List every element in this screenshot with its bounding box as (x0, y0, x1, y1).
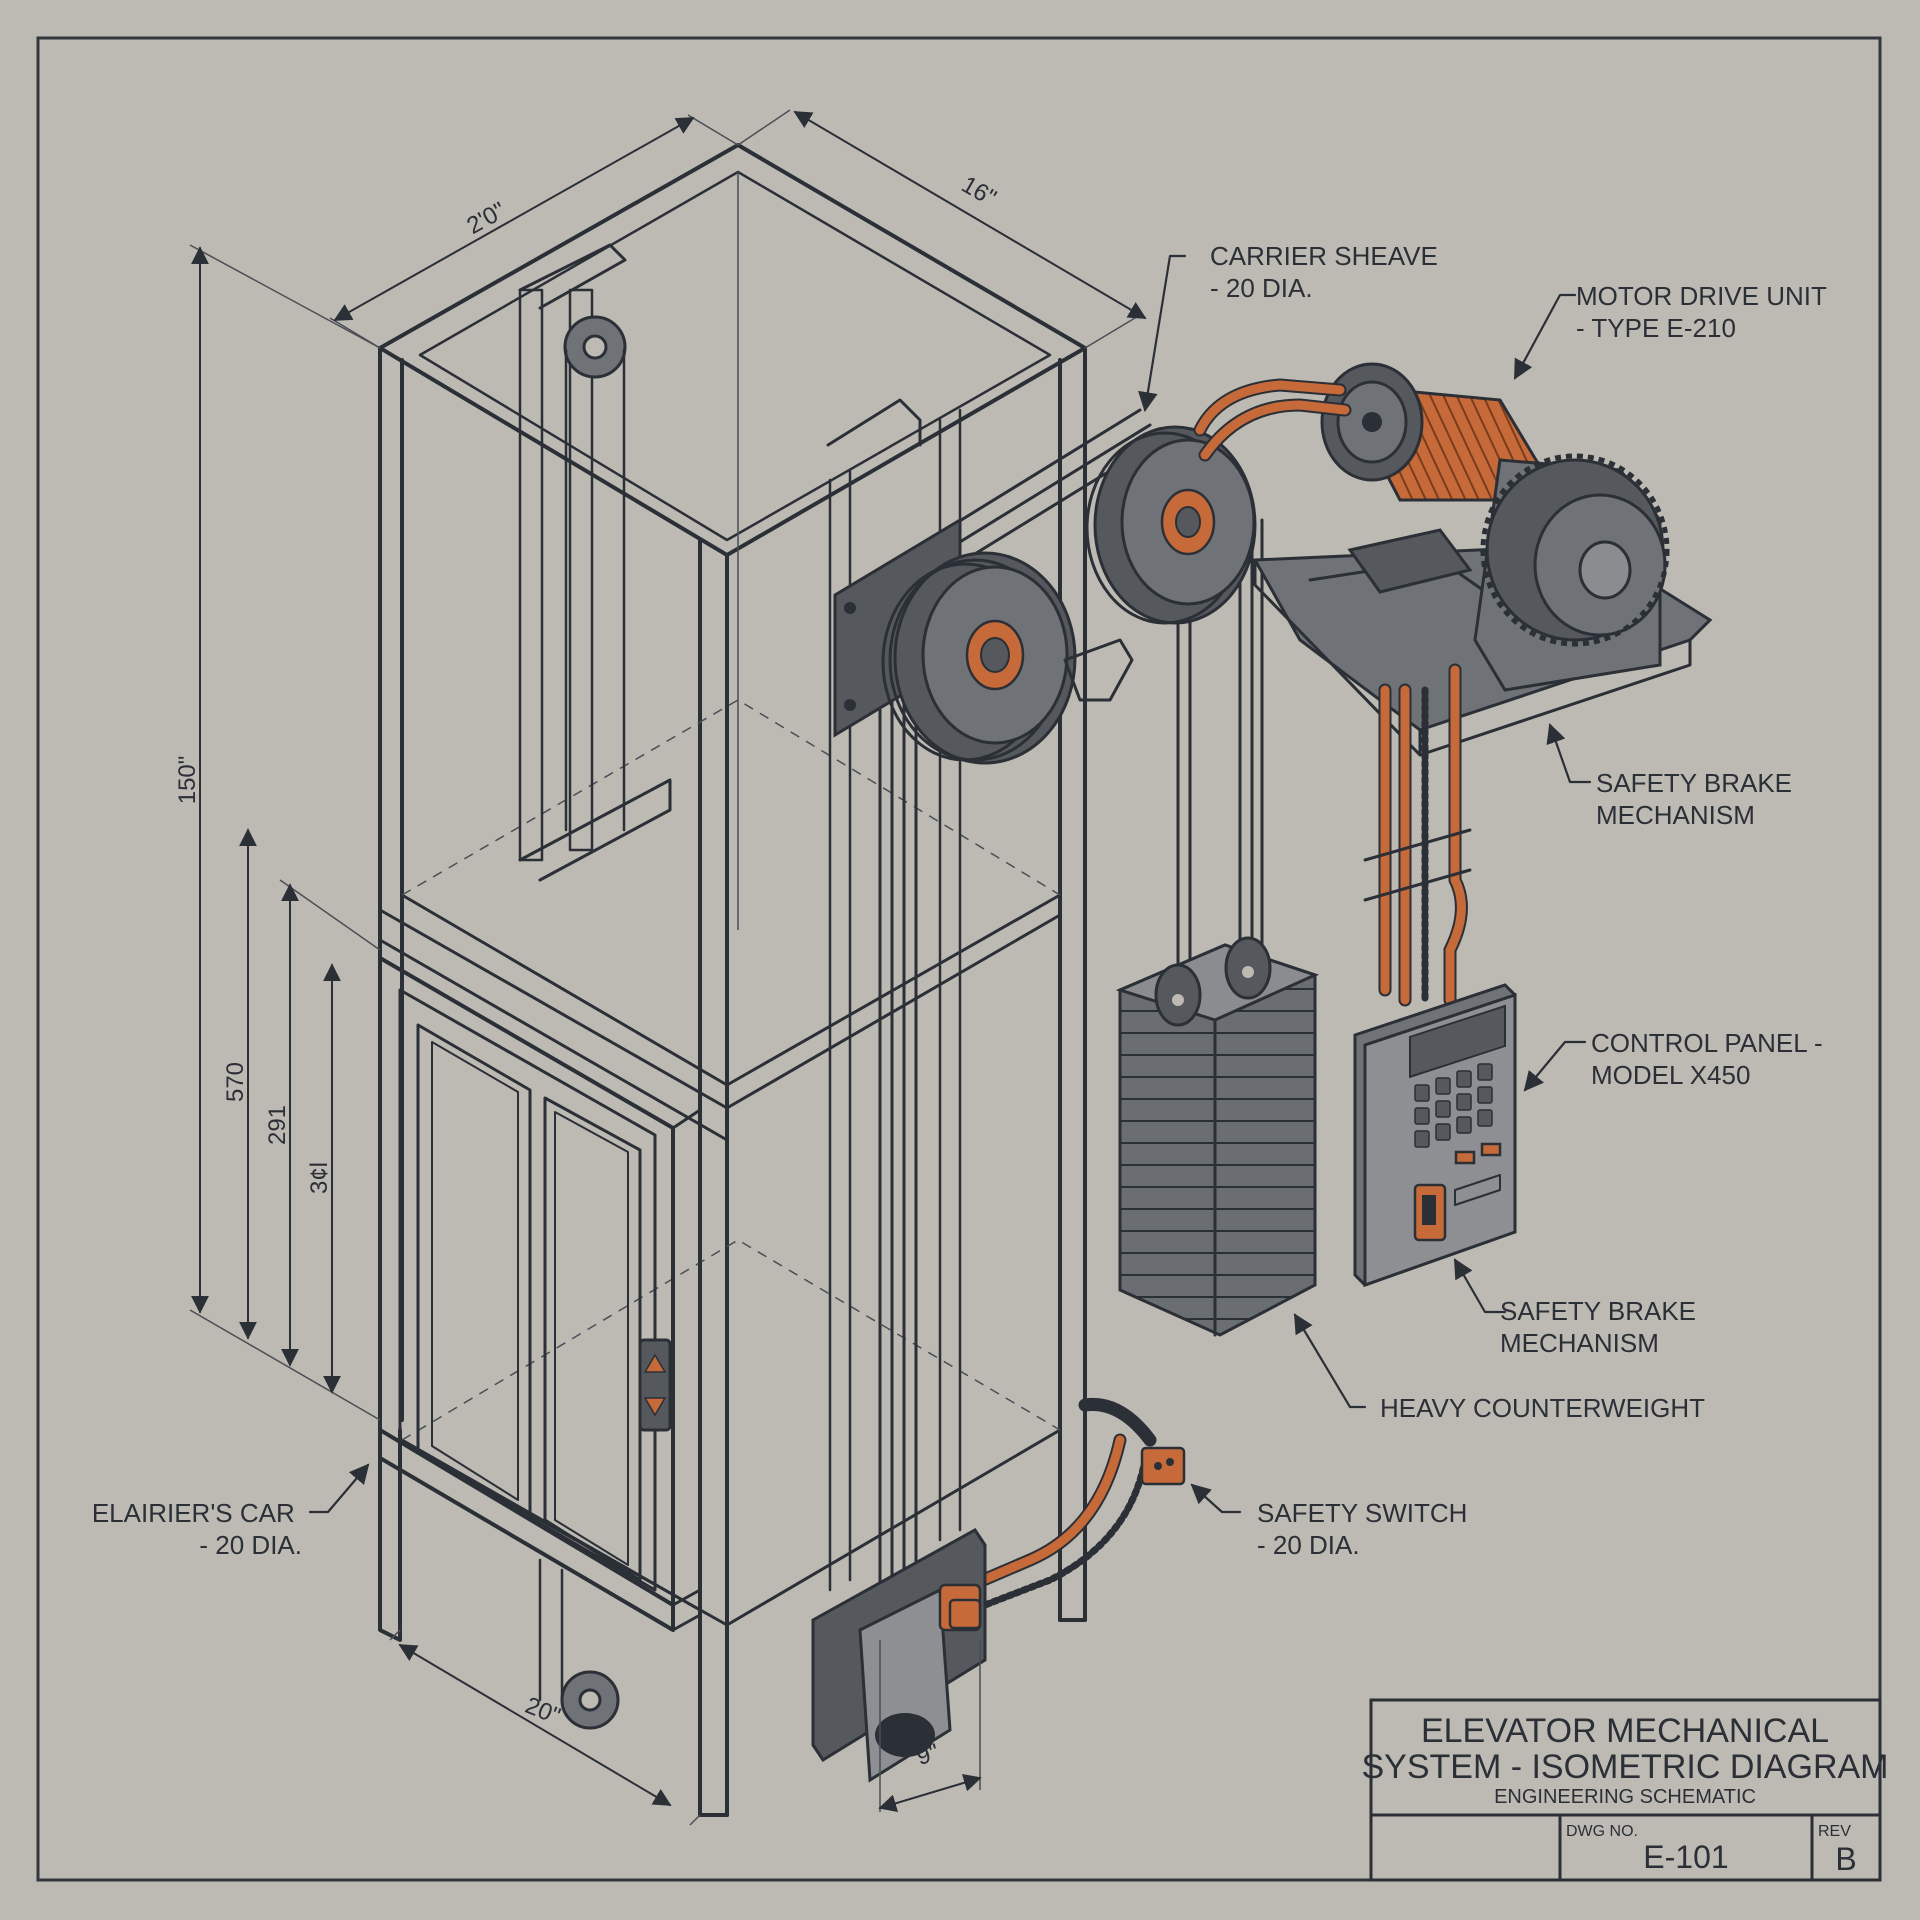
label-motor-drive-unit: MOTOR DRIVE UNIT - TYPE E-210 (1576, 281, 1834, 343)
label-control-panel: CONTROL PANEL - MODEL X450 (1591, 1028, 1830, 1090)
carrier-sheave-assembly (833, 425, 1257, 765)
dim-top-width: 2'0" (462, 197, 510, 240)
label-counterweight: HEAVY COUNTERWEIGHT (1380, 1393, 1705, 1423)
rev-value: B (1835, 1841, 1856, 1877)
dimension-lines: 2'0" 16" 150" 570 291 3¢l 20" 9" (174, 109, 1147, 1826)
car-call-button-panel (638, 1338, 672, 1432)
motor-drive-unit (1252, 362, 1713, 757)
label-car: ELAIRIER'S CAR - 20 DIA. (92, 1498, 302, 1560)
elevator-car (378, 938, 729, 1730)
title-subtitle: ENGINEERING SCHEMATIC (1494, 1786, 1756, 1808)
callout-leaders (308, 254, 1592, 1514)
dim-h-341: 3¢l (306, 1162, 333, 1194)
dim-bottom-offset: 9" (913, 1739, 942, 1771)
heavy-counterweight (1115, 936, 1320, 1337)
dim-bottom-width: 20" (521, 1692, 564, 1730)
rev-label: REV (1818, 1823, 1851, 1840)
safety-switch (811, 1397, 1186, 1783)
control-panel-x450 (1353, 983, 1517, 1288)
dim-top-depth: 16" (957, 171, 1001, 212)
drive-conduits (1193, 378, 1472, 1007)
dim-height-total: 150" (174, 756, 201, 805)
title-line-2: SYSTEM - ISOMETRIC DIAGRAM (1361, 1748, 1888, 1786)
title-line-1: ELEVATOR MECHANICAL (1421, 1712, 1829, 1750)
label-safety-brake-lower: SAFETY BRAKE MECHANISM (1500, 1296, 1703, 1358)
title-block: ELEVATOR MECHANICAL SYSTEM - ISOMETRIC D… (1361, 1698, 1889, 1882)
sheet-border (36, 36, 1882, 1882)
dim-h-570: 570 (222, 1062, 249, 1102)
callout-labels: CARRIER SHEAVE - 20 DIA. MOTOR DRIVE UNI… (92, 241, 1834, 1560)
label-carrier-sheave: CARRIER SHEAVE - 20 DIA. (1210, 241, 1445, 303)
label-safety-brake-upper: SAFETY BRAKE MECHANISM (1596, 768, 1799, 830)
dwg-no: E-101 (1643, 1839, 1728, 1875)
label-safety-switch: SAFETY SWITCH - 20 DIA. (1257, 1498, 1475, 1560)
dim-h-291: 291 (264, 1105, 291, 1145)
dwg-no-label: DWG NO. (1566, 1823, 1638, 1840)
